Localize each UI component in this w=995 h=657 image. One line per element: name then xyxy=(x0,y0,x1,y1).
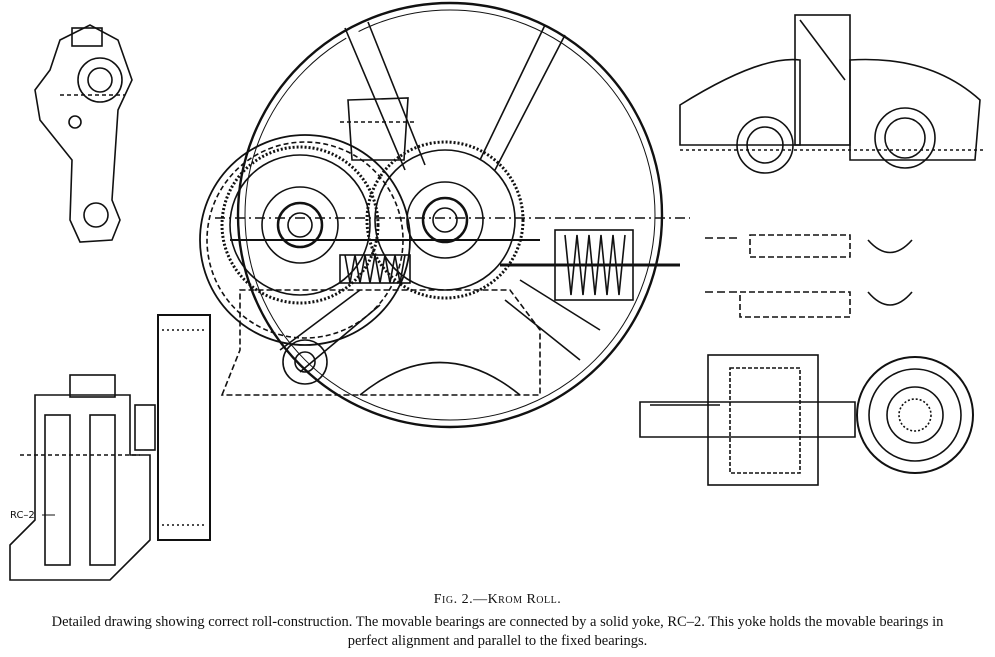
yoke-label: RC–2 xyxy=(10,510,35,521)
krom-roll-drawing: RC–2 xyxy=(9,1,985,581)
lever-arm-detail xyxy=(34,24,133,243)
frame-base xyxy=(215,217,690,396)
gear-right xyxy=(365,140,525,300)
front-elevation xyxy=(9,314,211,581)
spring-assembly-right xyxy=(230,229,680,301)
spring-assembly-center xyxy=(339,254,411,284)
figure-caption: Detailed drawing showing correct roll-co… xyxy=(51,614,944,649)
hopper xyxy=(340,97,415,161)
bearing-block-plan xyxy=(705,234,913,318)
shaft-bearing-section xyxy=(639,354,974,486)
flywheel xyxy=(236,1,664,429)
gear-left xyxy=(220,145,380,305)
figure-title: Fig. 2.—Krom Roll. xyxy=(433,592,562,607)
roll-side-view xyxy=(679,14,985,174)
